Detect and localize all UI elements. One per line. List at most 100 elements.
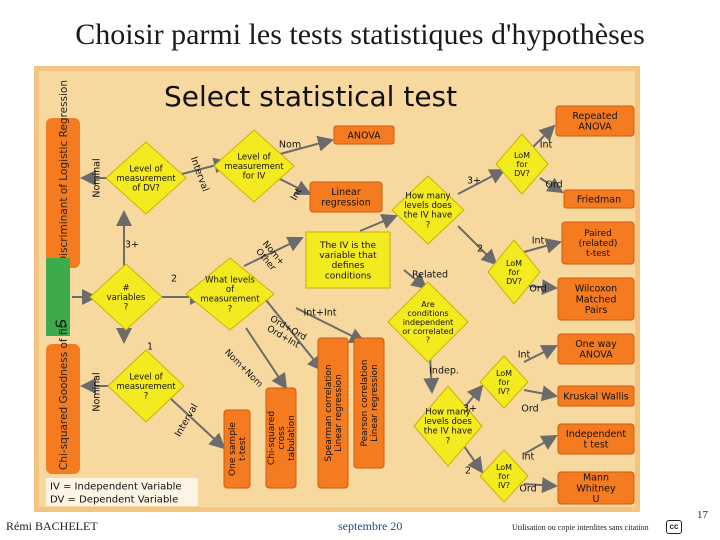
decision-dv-top: [105, 141, 187, 215]
result-oneway-box: [557, 333, 635, 365]
arrow-lom1-to-repeated: [531, 124, 556, 149]
arrow-how-many2-to-lom4: [463, 445, 484, 474]
int-int-label: Int+Int: [303, 307, 336, 318]
arrow-lom1-to-friedman: [539, 177, 564, 194]
start-label: S: [54, 319, 70, 328]
result-spearman-box: [317, 337, 349, 489]
chi-cross-label: Chi-squaredcrosstabulation: [267, 411, 297, 465]
footer-author: Rémi BACHELET: [6, 519, 98, 533]
indep-label: Indep.: [429, 365, 459, 376]
arrow-levels-to-spearman: [265, 299, 324, 372]
ord-r2-label: Ord: [529, 283, 546, 294]
arrow-lom3-to-kruskal: [523, 385, 558, 402]
two-a-label: 2: [171, 273, 177, 284]
one-sample-label: One samplet-test: [228, 422, 248, 476]
decision-how-many-bottom: [413, 385, 483, 467]
result-mann-box: [557, 471, 635, 505]
three-plus-c-label: 3+: [463, 403, 477, 414]
footer-license: Utilisation ou copie interdites sans cit…: [512, 523, 649, 532]
decision-iv-level: [213, 129, 295, 203]
nom-label: Nom: [279, 139, 301, 150]
arrow-lom2-to-paired: [523, 238, 562, 254]
nominal-bottom-label: Nominal: [91, 372, 102, 411]
one-label: 1: [147, 341, 153, 352]
decision-variables: [89, 263, 163, 331]
arrow-lom2-to-wilcoxon: [525, 279, 558, 296]
anova-label: ANOVA: [347, 130, 381, 141]
result-indep-t-box: [557, 423, 635, 455]
pearson-label: Pearson correlationLinear regression: [360, 360, 380, 447]
sidebar-bottom-label: Chi-squared Goodness of fit: [58, 324, 70, 470]
result-paired-box: [561, 221, 635, 265]
nominal-top-label: Nominal: [91, 158, 102, 197]
arrow-iv-to-anova: [279, 135, 334, 155]
arrow-how-many-to-lom1: [457, 169, 506, 195]
statistical-test-flowchart: Select statistical test Discriminant of …: [34, 66, 640, 512]
paired-label: Paired(related)t-test: [579, 229, 618, 259]
result-friedman-box: [563, 189, 635, 209]
decision-lom3: [479, 355, 529, 409]
arrow-iv-defines-to-conditions: [403, 269, 428, 290]
result-repeated-box: [555, 105, 635, 137]
arrow-conditions-to-how-many2: [423, 355, 440, 394]
diagram-heading: Select statistical test: [164, 80, 457, 113]
variables-label: #variables?: [107, 283, 146, 312]
result-wilcoxon-box: [557, 277, 635, 321]
result-anova-box: [333, 125, 395, 145]
ord-r4-label: Ord: [519, 483, 536, 494]
three-plus-a-label: 3+: [125, 239, 139, 250]
arrow-how-many-to-lom2: [457, 225, 498, 266]
decision-how-many-top: [391, 175, 465, 245]
result-pearson-box: [353, 337, 385, 469]
int-r1-label: Int: [540, 139, 553, 150]
result-linear-box: [309, 181, 383, 213]
start-box: [46, 258, 70, 336]
legend-box: [46, 478, 198, 506]
ord-r1-label: Ord: [545, 179, 562, 190]
arrow-levels-to-pearson: [295, 307, 366, 343]
int-r2-label: Int: [532, 235, 545, 246]
decision-conditions: [387, 281, 469, 363]
arrow-iv-to-linear: [277, 177, 312, 195]
int-r4-label: Int: [522, 451, 535, 462]
arrow-lom4-to-mann: [523, 477, 558, 494]
arrow-levels-to-iv-defines: [243, 236, 304, 267]
ord-r3-label: Ord: [521, 403, 538, 414]
arrow-lom3-to-oneway: [523, 345, 558, 363]
result-chi-box: [265, 387, 297, 489]
arrow-iv-defines-to-how-many: [359, 214, 398, 232]
decision-lom2: [487, 239, 541, 305]
related-label: Related: [412, 269, 448, 280]
friedman-label: Friedman: [577, 194, 621, 205]
decision-what-levels: [185, 257, 275, 331]
decision-lom4: [479, 449, 529, 503]
two-b-label: 2: [477, 243, 483, 254]
result-onesample-box: [223, 409, 251, 489]
iv-defines-box: [305, 231, 391, 289]
sidebar-top-label: Discriminant of Logistic Regression: [58, 80, 70, 264]
int-r3-label: Int: [518, 349, 531, 360]
slide-number: 17: [697, 509, 708, 521]
arrow-how-many2-to-lom3: [463, 384, 484, 409]
arrow-bottom-to-onesample: [169, 397, 226, 450]
decision-level-bottom: [107, 349, 185, 423]
three-plus-b-label: 3+: [467, 175, 481, 186]
kruskal-label: Kruskal Wallis: [563, 391, 628, 402]
